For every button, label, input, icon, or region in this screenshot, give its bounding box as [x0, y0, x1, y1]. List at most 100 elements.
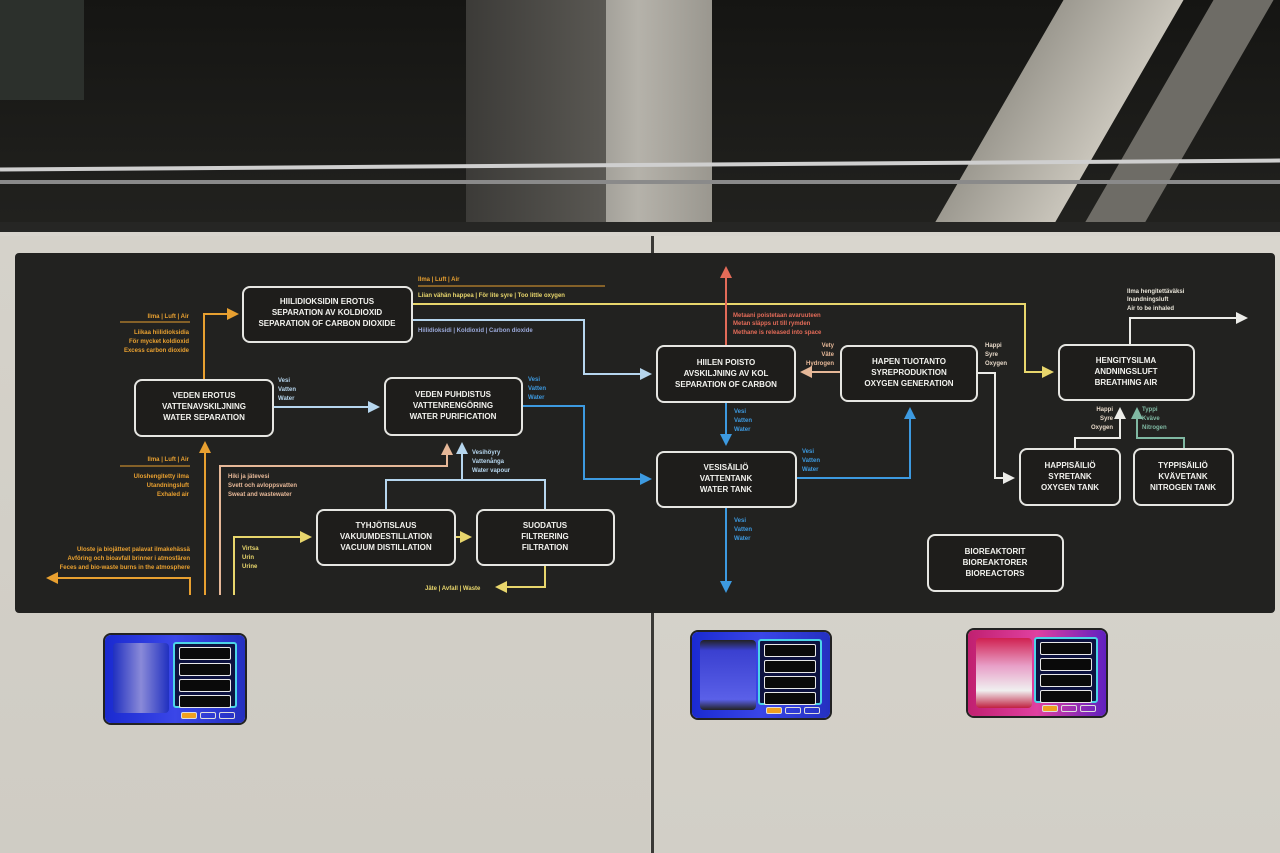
- box-label: FILTRERING: [521, 532, 568, 541]
- label-water: Vesi: [802, 449, 814, 455]
- box-label: HAPPISÄILIÖ: [1044, 461, 1095, 470]
- label-feces: Feces and bio-waste burns in the atmosph…: [60, 565, 191, 571]
- box-water-separation: VEDEN EROTUS VATTENAVSKILJNING WATER SEP…: [134, 379, 274, 437]
- box-label: SYRETANK: [1048, 472, 1092, 481]
- box-label: BIOREAKTORER: [963, 558, 1028, 567]
- label-waste: Jäte | Avfall | Waste: [425, 586, 481, 592]
- box-label: VACUUM DISTILLATION: [340, 543, 431, 552]
- box-label: SEPARATION OF CARBON DIOXIDE: [258, 319, 396, 328]
- label-nitrogen: Kväve: [1142, 416, 1160, 422]
- box-label: SEPARATION OF CARBON: [675, 380, 777, 389]
- arrow-tank-to-oxygen-gen: [796, 407, 916, 479]
- box-label: BREATHING AIR: [1095, 378, 1158, 387]
- touch-screen-water-tank[interactable]: [692, 632, 830, 718]
- label-hydrogen: Hydrogen: [806, 361, 834, 367]
- arrow-sweat-to-purif: [219, 443, 453, 595]
- label-air: Ilma | Luft | Air: [148, 314, 190, 320]
- box-label: BIOREAKTORIT: [965, 547, 1026, 556]
- label-water: Water: [278, 396, 295, 402]
- box-label: VEDEN PUHDISTUS: [415, 390, 492, 399]
- label-methane: Metaani poistetaan avaruuteen: [733, 313, 821, 319]
- arrow-waste-out: [495, 565, 546, 593]
- label-excess-co2: För mycket koldioxid: [129, 339, 189, 345]
- label-water: Water: [528, 395, 545, 401]
- box-breathing-air: HENGITYSILMA ANDNINGSLUFT BREATHING AIR: [1058, 344, 1195, 401]
- label-exhaled-air: Uloshengitetty ilma: [134, 474, 190, 480]
- arrow-purif-to-tank: [522, 405, 652, 485]
- box-label: HENGITYSILMA: [1096, 356, 1157, 365]
- label-air-inhaled: Inandningsluft: [1127, 297, 1168, 303]
- vapour-line: [385, 479, 546, 510]
- box-label: HAPEN TUOTANTO: [872, 357, 946, 366]
- box-label: WATER SEPARATION: [163, 413, 245, 422]
- box-label: FILTRATION: [522, 543, 569, 552]
- label-methane: Metan släpps ut till rymden: [733, 321, 811, 327]
- touch-screen-bioreactor[interactable]: [968, 630, 1106, 716]
- label-oxygen: Syre: [985, 352, 999, 358]
- arrow-water-sep-to-co2: [203, 308, 239, 380]
- box-vacuum-distillation: TYHJÖTISLAUS VAKUUMDESTILLATION VACUUM D…: [316, 509, 456, 566]
- screen-menu: [1034, 637, 1098, 703]
- box-label: BIOREACTORS: [966, 569, 1026, 578]
- label-oxygen: Syre: [1100, 416, 1114, 422]
- box-label: SYREPRODUKTION: [871, 368, 947, 377]
- pillar-shadow: [466, 0, 606, 222]
- label-hydrogen: Vety: [822, 343, 835, 349]
- valve-illustration: [113, 643, 169, 713]
- label-air: Ilma | Luft | Air: [148, 457, 190, 463]
- label-water-vapour: Vesihöyry: [472, 450, 501, 456]
- background-wall: [0, 0, 84, 100]
- label-water: Water: [734, 536, 751, 542]
- box-carbon-removal: HIILEN POISTO AVSKILJNING AV KOL SEPARAT…: [656, 345, 796, 403]
- arrow-oxygen-to-tank: [977, 372, 1015, 484]
- box-label: NITROGEN TANK: [1150, 483, 1216, 492]
- box-label: TYPPISÄILIÖ: [1158, 461, 1208, 470]
- screen-page-buttons[interactable]: [766, 707, 820, 714]
- box-label: VATTENTANK: [700, 474, 753, 483]
- label-water: Vesi: [734, 518, 746, 524]
- box-nitrogen-tank: TYPPISÄILIÖ KVÄVETANK NITROGEN TANK: [1133, 448, 1234, 506]
- box-label: OXYGEN GENERATION: [864, 379, 953, 388]
- arrow-urine-to-vacuum: [233, 531, 312, 595]
- box-label: WATER TANK: [700, 485, 752, 494]
- label-water: Vesi: [278, 378, 290, 384]
- box-label: VATTENAVSKILJNING: [162, 402, 246, 411]
- box-oxygen-generation: HAPEN TUOTANTO SYREPRODUKTION OXYGEN GEN…: [840, 345, 978, 402]
- label-feces: Uloste ja biojätteet palavat ilmakehässä: [77, 547, 191, 553]
- arrow-oxygen-tank-to-air: [1074, 407, 1126, 449]
- screen-page-buttons[interactable]: [181, 712, 235, 719]
- box-label: TYHJÖTISLAUS: [356, 521, 418, 530]
- box-label: AVSKILJNING AV KOL: [684, 369, 769, 378]
- arrow-co2-to-carbon: [412, 319, 652, 380]
- arrow-feces-out: [46, 572, 191, 595]
- touch-screen-water-separation[interactable]: [105, 635, 245, 723]
- label-water: Vatten: [734, 418, 752, 424]
- label-air: Ilma | Luft | Air: [418, 277, 460, 283]
- box-label: VAKUUMDESTILLATION: [340, 532, 432, 541]
- label-oxygen: Happi: [985, 343, 1002, 349]
- box-bioreactors: BIOREAKTORIT BIOREAKTORER BIOREACTORS: [927, 534, 1064, 592]
- label-excess-co2: Excess carbon dioxide: [124, 348, 190, 354]
- arrow-air-inhaled: [1129, 312, 1248, 345]
- arrow-nitrogen-to-air: [1131, 407, 1185, 449]
- label-oxygen: Oxygen: [985, 361, 1007, 367]
- box-co2-separation: HIILIDIOKSIDIN EROTUS SEPARATION AV KOLD…: [242, 286, 413, 343]
- box-label: ANDNINGSLUFT: [1094, 367, 1157, 376]
- label-too-little-oxygen: Liian vähän happea | För lite syre | Too…: [418, 293, 565, 299]
- screen-menu: [173, 642, 237, 708]
- flow-arrows: [46, 266, 1248, 595]
- label-nitrogen: Typpi: [1142, 407, 1158, 413]
- box-label: VATTENRENGÖRING: [413, 401, 493, 410]
- label-feces: Avföring och bioavfall brinner i atmosfä…: [68, 556, 191, 562]
- label-urine: Urin: [242, 555, 254, 561]
- label-water: Vesi: [734, 409, 746, 415]
- label-urine: Virtsa: [242, 546, 259, 552]
- top-rail-lower: [0, 180, 1280, 184]
- screen-menu: [758, 639, 822, 705]
- label-water: Vatten: [734, 527, 752, 533]
- screen-page-buttons[interactable]: [1042, 705, 1096, 712]
- bioreactor-illustration: [976, 638, 1032, 708]
- box-label: SEPARATION AV KOLDIOXID: [272, 308, 383, 317]
- label-water: Water: [734, 427, 751, 433]
- background-scene: [0, 0, 1280, 260]
